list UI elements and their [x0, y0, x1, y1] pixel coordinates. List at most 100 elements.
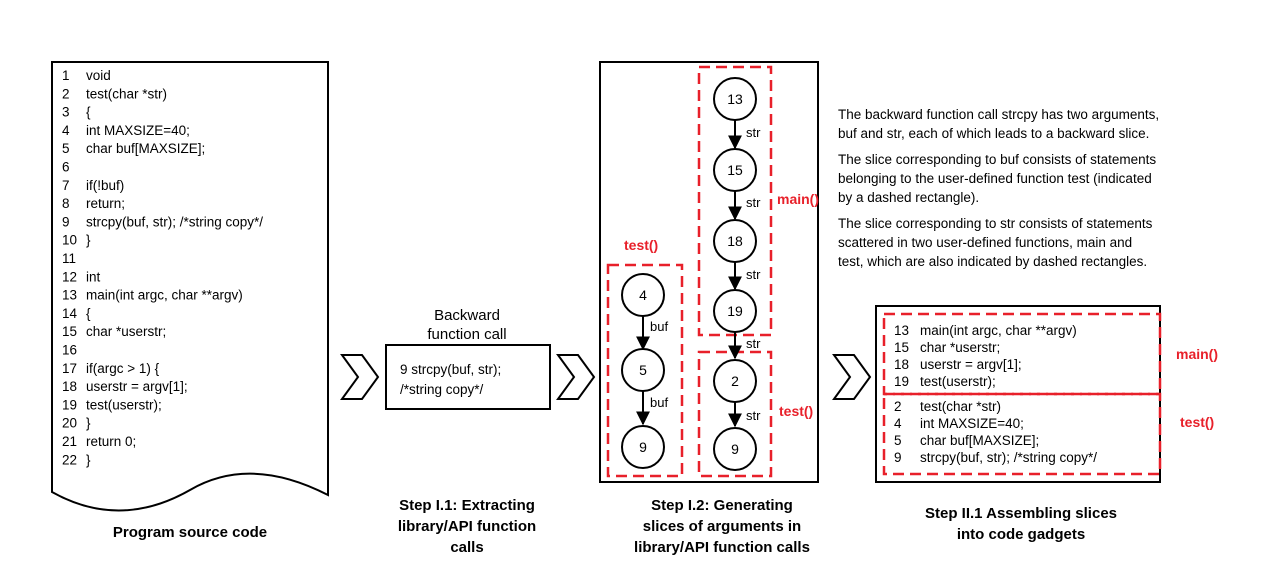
backward-call-box: [385, 344, 551, 410]
description-line: The slice corresponding to str consists …: [838, 216, 1153, 231]
gadget-test-region: [882, 392, 1162, 476]
line-number: 3: [62, 105, 70, 120]
gadget-line-number: 5: [894, 433, 902, 448]
node-str-13: [713, 77, 757, 121]
code-line: }: [86, 416, 91, 431]
edge-label-str: str: [746, 336, 761, 351]
gadget-code-line: int MAXSIZE=40;: [920, 416, 1024, 431]
edge-label-str: str: [746, 267, 761, 282]
description-line: The backward function call strcpy has tw…: [838, 107, 1159, 122]
line-number: 4: [62, 123, 70, 138]
line-number: 9: [62, 214, 70, 229]
gadget-code-line: char *userstr;: [920, 340, 1000, 355]
node-str-19: [713, 289, 757, 333]
line-number: 18: [62, 379, 77, 394]
line-number: 16: [62, 343, 77, 358]
gadget-code-line: userstr = argv[1];: [920, 357, 1022, 372]
line-number: 20: [62, 416, 77, 431]
description-line: belonging to the user-defined function t…: [838, 171, 1152, 186]
node-str-18-label: 18: [727, 233, 743, 249]
line-number: 11: [62, 251, 76, 266]
node-buf-9-label: 9: [639, 439, 647, 455]
source-caption: Program source code: [113, 524, 267, 541]
gadget-line-number: 18: [894, 357, 909, 372]
code-line: int: [86, 269, 101, 284]
gadget-line-number: 2: [894, 399, 902, 414]
node-buf-4-label: 4: [639, 287, 647, 303]
code-line: test(char *str): [86, 86, 167, 101]
code-line: char *userstr;: [86, 324, 166, 339]
line-number: 2: [62, 86, 70, 101]
gadget-line-number: 19: [894, 374, 909, 389]
gadget-code-line: test(userstr);: [920, 374, 996, 389]
edge-label-str: str: [746, 408, 761, 423]
source-code-lines: 1 void 2 test(char *str) 3 {4 int MAXSIZE=40;…: [62, 68, 263, 467]
node-buf-5: [621, 348, 665, 392]
edge-label-str: str: [746, 125, 761, 140]
edge-label-buf: buf: [650, 395, 668, 410]
node-str-9: [713, 427, 757, 471]
description-line: The slice corresponding to buf consists …: [838, 152, 1156, 167]
gadget-line-number: 9: [894, 450, 902, 465]
description-line: test, which are also indicated by dashed…: [838, 254, 1147, 269]
node-str-9-label: 9: [731, 441, 739, 457]
description-line: buf and str, each of which leads to a ba…: [838, 126, 1149, 141]
code-line: void: [86, 68, 111, 83]
main-label: main(): [777, 191, 819, 207]
node-str-15-label: 15: [727, 162, 743, 178]
code-line: }: [86, 452, 91, 467]
gadget-code-line: main(int argc, char **argv): [920, 323, 1077, 338]
line-number: 17: [62, 361, 77, 376]
backward-call-title-1: Backward: [434, 307, 500, 324]
line-number: 21: [62, 434, 77, 449]
code-line: strcpy(buf, str); /*string copy*/: [86, 214, 263, 229]
backward-call-title-2: function call: [427, 326, 506, 343]
backward-call-line-2: /*string copy*/: [400, 382, 484, 397]
step3-caption-1: Step II.1 Assembling slices: [925, 505, 1117, 522]
code-line: main(int argc, char **argv): [86, 288, 243, 303]
code-line: char buf[MAXSIZE];: [86, 141, 205, 156]
gadget-line-number: 4: [894, 416, 902, 431]
line-number: 14: [62, 306, 78, 321]
node-buf-5-label: 5: [639, 362, 647, 378]
line-number: 8: [62, 196, 70, 211]
chevron-right-icon: [556, 354, 596, 400]
node-buf-4: [621, 273, 665, 317]
step1-caption-1: Step I.1: Extracting: [399, 497, 535, 514]
code-line: return;: [86, 196, 125, 211]
edge-label-buf: buf: [650, 319, 668, 334]
step3-caption-2: into code gadgets: [957, 526, 1085, 543]
code-line: if(!buf): [86, 178, 124, 193]
node-str-19-label: 19: [727, 303, 743, 319]
line-number: 19: [62, 397, 77, 412]
gadget-test-label: test(): [1180, 414, 1214, 430]
line-number: 7: [62, 178, 70, 193]
node-str-13-label: 13: [727, 91, 743, 107]
test-dashed-region-buf: [606, 263, 684, 478]
step1-caption-2: library/API function: [398, 518, 536, 535]
code-line: {: [86, 306, 91, 321]
slices-panel: [599, 61, 819, 483]
gadget-main-label: main(): [1176, 346, 1218, 362]
step1-caption-3: calls: [450, 539, 483, 556]
description-line: scattered in two user-defined functions,…: [838, 235, 1132, 250]
edge-label-str: str: [746, 195, 761, 210]
node-str-2: [713, 359, 757, 403]
step2-caption-1: Step I.2: Generating: [651, 497, 793, 514]
line-number: 13: [62, 288, 77, 303]
node-str-2-label: 2: [731, 373, 739, 389]
backward-call-line-1: 9 strcpy(buf, str);: [400, 362, 501, 377]
node-str-18: [713, 219, 757, 263]
node-str-15: [713, 148, 757, 192]
description-text: The backward function call strcpy has tw…: [838, 107, 1159, 269]
line-number: 15: [62, 324, 77, 339]
code-line: }: [86, 233, 91, 248]
code-line: int MAXSIZE=40;: [86, 123, 190, 138]
step2-caption-2: slices of arguments in: [643, 518, 801, 535]
gadget-code-line: char buf[MAXSIZE];: [920, 433, 1039, 448]
line-number: 1: [62, 68, 70, 83]
chevron-right-icon: [832, 354, 872, 400]
code-line: if(argc > 1) {: [86, 361, 160, 376]
